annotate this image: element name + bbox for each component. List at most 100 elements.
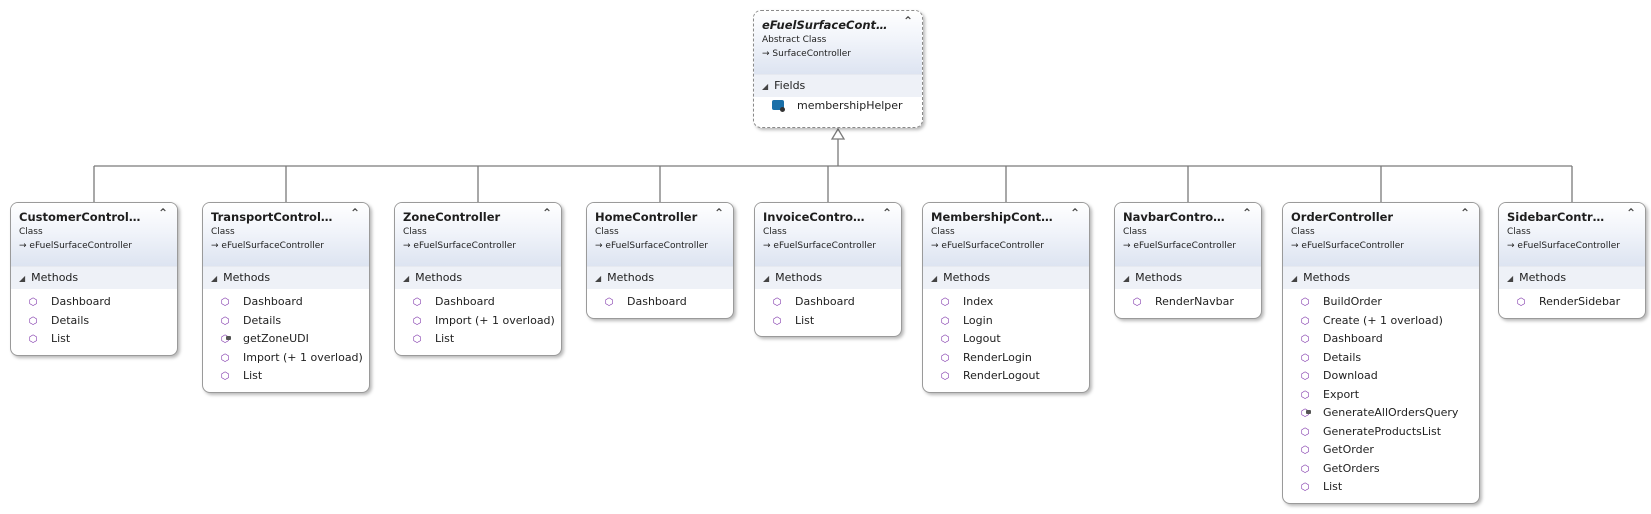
method-cube-icon: ⬡ — [1300, 445, 1310, 456]
field-row[interactable]: membershipHelper — [754, 97, 922, 116]
collapse-icon[interactable]: ⌃ — [1459, 206, 1470, 220]
collapse-icon[interactable]: ⌃ — [713, 206, 724, 220]
collapse-icon[interactable]: ⌃ — [541, 206, 552, 220]
method-row[interactable]: ⬡Dashboard — [395, 293, 561, 312]
method-cube-icon: ⬡ — [1300, 482, 1310, 493]
class-kind: Abstract Class — [762, 35, 827, 45]
class-kind: Class — [211, 227, 235, 237]
method-row[interactable]: ⬡ GenerateAllOrdersQuery — [1283, 404, 1479, 423]
method-row[interactable]: ⬡GetOrders — [1283, 460, 1479, 479]
method-row[interactable]: ⬡Details — [11, 312, 177, 331]
method-row[interactable]: ⬡Details — [203, 312, 369, 331]
section-header-methods[interactable]: ◢Methods — [203, 267, 369, 289]
collapse-icon[interactable]: ⌃ — [881, 206, 892, 220]
section-header-methods[interactable]: ◢Methods — [587, 267, 733, 289]
triangle-expanded-icon: ◢ — [595, 274, 602, 283]
section-header-methods[interactable]: ◢Methods — [1283, 267, 1479, 289]
method-name: GenerateAllOrdersQuery — [1323, 406, 1459, 419]
method-row[interactable]: ⬡ Import (+ 1 overload) — [395, 312, 561, 331]
section-header-methods[interactable]: ◢Methods — [923, 267, 1089, 289]
collapse-icon[interactable]: ⌃ — [1241, 206, 1252, 220]
class-box-membershipcontrol[interactable]: MembershipControl...Class→ eFuelSurfaceC… — [922, 202, 1090, 393]
class-name: MembershipControl... — [931, 210, 1055, 224]
section-header-methods[interactable]: ◢Methods — [11, 267, 177, 289]
method-row[interactable]: ⬡ List — [203, 367, 369, 386]
method-row[interactable]: ⬡List — [11, 330, 177, 349]
class-box-efuelsurfacecontroller[interactable]: eFuelSurfaceController Abstract Class → … — [753, 10, 923, 128]
method-cube-icon: ⬡ — [412, 297, 422, 308]
method-row[interactable]: ⬡Download — [1283, 367, 1479, 386]
method-row[interactable]: ⬡RenderNavbar — [1115, 293, 1261, 312]
section-header-methods[interactable]: ◢Methods — [1499, 267, 1645, 289]
method-row[interactable]: ⬡BuildOrder — [1283, 293, 1479, 312]
method-cube-icon: ⬡ — [28, 315, 38, 327]
method-row[interactable]: ⬡GenerateProductsList — [1283, 423, 1479, 442]
method-name: Logout — [963, 332, 1001, 345]
method-cube-icon: ⬡ — [1516, 297, 1526, 308]
method-row[interactable]: ⬡Import (+ 1 overload) — [203, 349, 369, 368]
class-header: MembershipControl...Class→ eFuelSurfaceC… — [923, 203, 1089, 267]
method-row[interactable]: ⬡RenderLogin — [923, 349, 1089, 368]
method-cube-icon: ⬡ — [220, 297, 230, 308]
method-cube-icon: ⬡ — [1300, 315, 1310, 327]
class-name: NavbarController — [1123, 210, 1227, 224]
section-header-methods[interactable]: ◢Methods — [1115, 267, 1261, 289]
method-row[interactable]: ⬡RenderLogout — [923, 367, 1089, 386]
method-name: List — [243, 369, 263, 382]
method-cube-icon: ⬡ — [940, 334, 950, 345]
method-row[interactable]: ⬡GetOrder — [1283, 441, 1479, 460]
method-cube-icon: ⬡ — [604, 297, 614, 308]
triangle-expanded-icon: ◢ — [1507, 274, 1514, 283]
method-row[interactable]: ⬡Create (+ 1 overload) — [1283, 312, 1479, 331]
inheritance-arrow-icon: → — [19, 241, 30, 251]
method-cube-icon: ⬡ — [412, 315, 422, 327]
method-row[interactable]: ⬡ List — [1283, 478, 1479, 497]
inheritance-arrow-icon: → — [403, 241, 414, 251]
collapse-icon[interactable]: ⌃ — [902, 14, 913, 28]
section-header-fields[interactable]: ◢Fields — [754, 75, 922, 97]
method-name: RenderLogout — [963, 369, 1040, 382]
collapse-icon[interactable]: ⌃ — [157, 206, 168, 220]
method-row[interactable]: ⬡Index — [923, 293, 1089, 312]
method-row[interactable]: ⬡Dashboard — [11, 293, 177, 312]
method-row[interactable]: ⬡Dashboard — [203, 293, 369, 312]
inheritance-arrow-icon: → — [1291, 241, 1302, 251]
method-name: List — [435, 332, 455, 345]
method-row[interactable]: ⬡Export — [1283, 386, 1479, 405]
method-name: Dashboard — [627, 295, 687, 308]
method-row[interactable]: ⬡ Dashboard — [587, 293, 733, 312]
private-method-lock-icon: ⬡ — [1300, 408, 1311, 419]
method-row[interactable]: ⬡ Logout — [923, 330, 1089, 349]
method-row[interactable]: ⬡List — [395, 330, 561, 349]
method-cube-icon: ⬡ — [220, 371, 230, 382]
method-row[interactable]: ⬡Dashboard — [1283, 330, 1479, 349]
class-name: InvoiceController — [763, 210, 867, 224]
method-cube-icon: ⬡ — [1300, 389, 1310, 401]
method-row[interactable]: ⬡Details — [1283, 349, 1479, 368]
method-name: RenderSidebar — [1539, 295, 1621, 308]
method-row[interactable]: ⬡getZoneUDI — [203, 330, 369, 349]
method-row[interactable]: ⬡Dashboard — [755, 293, 901, 312]
section-header-methods[interactable]: ◢Methods — [395, 267, 561, 289]
method-name: Import (+ 1 overload) — [435, 313, 555, 327]
collapse-icon[interactable]: ⌃ — [1069, 206, 1080, 220]
collapse-icon[interactable]: ⌃ — [1625, 206, 1636, 220]
method-row[interactable]: ⬡Login — [923, 312, 1089, 331]
method-name: Dashboard — [795, 295, 855, 308]
method-cube-icon: ⬡ — [220, 352, 230, 364]
section-header-methods[interactable]: ◢Methods — [755, 267, 901, 289]
method-name: List — [1323, 480, 1343, 493]
collapse-icon[interactable]: ⌃ — [349, 206, 360, 220]
method-row[interactable]: ⬡ RenderSidebar — [1499, 293, 1645, 312]
method-row[interactable]: ⬡List — [755, 312, 901, 331]
